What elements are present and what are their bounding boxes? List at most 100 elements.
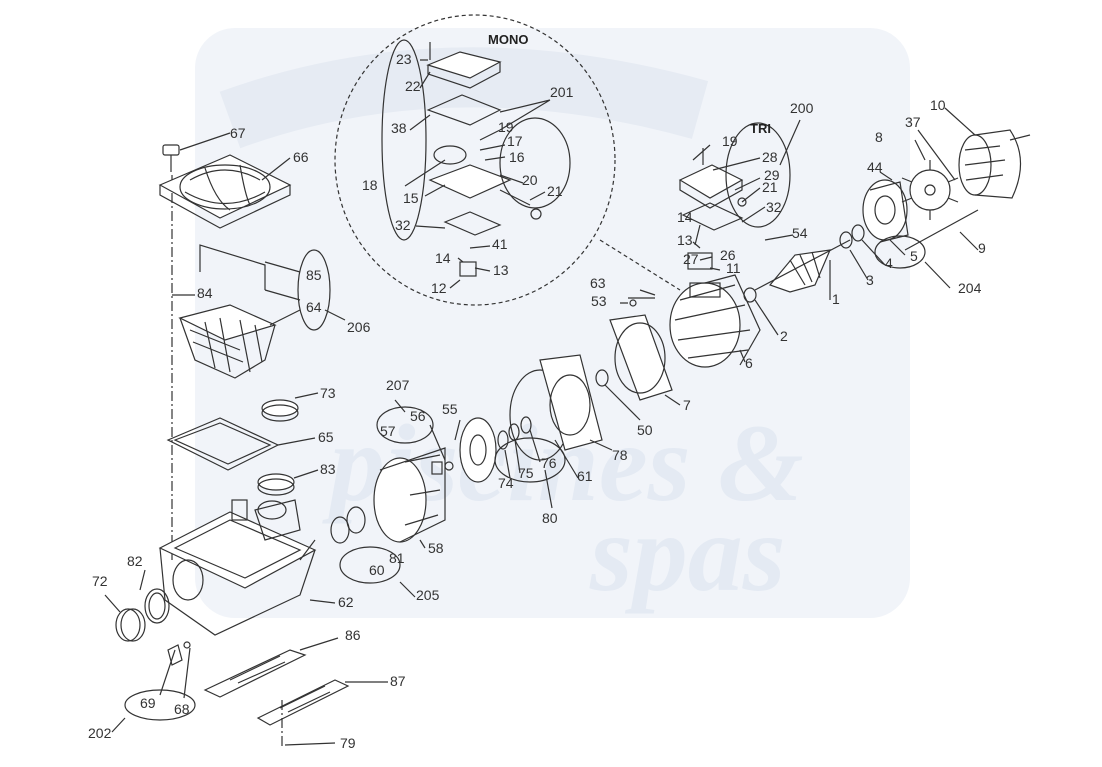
part-number-label: 44 (867, 159, 883, 175)
watermark-line2: spas (589, 492, 786, 614)
part-number-label: 206 (347, 319, 371, 335)
rotor (754, 239, 851, 293)
slinger (595, 369, 609, 387)
part-number-label: 86 (345, 627, 361, 643)
part-number-label: 61 (577, 468, 593, 484)
part-number-label: 21 (762, 179, 778, 195)
part-number-label: 10 (930, 97, 946, 113)
tri-header: TRI (750, 121, 771, 136)
fan (901, 160, 959, 220)
part-number-label: 16 (509, 149, 525, 165)
part-number-label: 54 (792, 225, 808, 241)
part-number-label: 66 (293, 149, 309, 165)
motor-flange (609, 314, 673, 401)
part-number-label: 200 (790, 100, 814, 116)
part-number-label: 74 (498, 475, 514, 491)
part-number-label: 87 (390, 673, 406, 689)
tie-rod (904, 209, 979, 251)
mono-terminal-12 (459, 261, 477, 277)
lid-knob (162, 144, 180, 172)
part-number-label: 32 (766, 199, 782, 215)
mono-gasket-38 (426, 94, 502, 126)
part-number-label: 14 (677, 209, 693, 225)
part-number-label: 19 (498, 119, 514, 135)
part-number-label: 62 (338, 594, 354, 610)
part-number-label: 83 (320, 461, 336, 477)
part-number-label: 37 (905, 114, 921, 130)
fan-cover (958, 129, 1022, 199)
part-number-label: 13 (677, 232, 693, 248)
part-number-label: 2 (780, 328, 788, 344)
mono-box-15 (428, 164, 512, 199)
union-ring-83 (257, 473, 295, 491)
part-number-label: 85 (306, 267, 322, 283)
part-number-label: 80 (542, 510, 558, 526)
bearing-3 (839, 231, 853, 249)
part-number-label: 67 (230, 125, 246, 141)
union-72 (115, 608, 141, 642)
part-number-label: 56 (410, 408, 426, 424)
mono-gasket-32 (443, 211, 502, 236)
part-number-label: 60 (369, 562, 385, 578)
part-number-label: 57 (380, 423, 396, 439)
part-number-label: 23 (396, 51, 412, 67)
capacitor-18 (433, 145, 467, 165)
part-number-label: 9 (978, 240, 986, 256)
part-number-label: 82 (127, 553, 143, 569)
part-number-label: 4 (885, 255, 893, 271)
part-number-label: 8 (875, 129, 883, 145)
mono-detail-circle (334, 14, 616, 306)
part-number-label: 84 (197, 285, 213, 301)
part-number-label: 72 (92, 573, 108, 589)
part-number-label: 20 (522, 172, 538, 188)
part-number-label: 12 (431, 280, 447, 296)
part-number-label: 14 (435, 250, 451, 266)
part-number-label: 38 (391, 120, 407, 136)
part-number-label: 201 (550, 84, 574, 100)
bearing-2 (743, 287, 757, 303)
part-number-label: 202 (88, 725, 112, 741)
part-number-label: 75 (518, 465, 534, 481)
part-number-label: 27 (683, 251, 699, 267)
seal-plate (539, 354, 603, 451)
part-number-label: 58 (428, 540, 444, 556)
part-number-label: 65 (318, 429, 334, 445)
part-number-label: 13 (493, 262, 509, 278)
part-number-label: 19 (722, 133, 738, 149)
strainer-lid (158, 154, 292, 229)
oring-60 (330, 516, 350, 544)
part-number-label: 17 (507, 133, 523, 149)
impeller (459, 417, 497, 483)
part-number-label: 3 (866, 272, 874, 288)
gasket-82 (144, 588, 170, 624)
part-number-label: 29 (764, 167, 780, 183)
part-number-label: 28 (762, 149, 778, 165)
part-number-label: 11 (726, 260, 741, 276)
tri-gasket-32 (681, 202, 744, 231)
part-number-label: 1 (832, 291, 840, 307)
strainer-basket (178, 304, 277, 379)
part-number-label: 69 (140, 695, 156, 711)
part-number-label: 78 (612, 447, 628, 463)
part-number-label: 41 (492, 236, 508, 252)
motor-housing (669, 274, 761, 368)
part-number-label: 50 (637, 422, 653, 438)
part-number-label: 7 (683, 397, 691, 413)
part-number-label: 73 (320, 385, 336, 401)
part-number-label: 22 (405, 78, 421, 94)
part-number-label: 5 (910, 248, 918, 264)
washer-4 (851, 224, 865, 242)
mech-seal-74 (497, 430, 509, 450)
part-number-label: 63 (590, 275, 606, 291)
diffuser (373, 447, 446, 543)
part-number-label: 76 (541, 455, 557, 471)
part-number-label: 53 (591, 293, 607, 309)
part-number-label: 21 (547, 183, 563, 199)
oring-81 (346, 506, 366, 534)
mono-header: MONO (488, 32, 528, 47)
part-number-label: 64 (306, 299, 322, 315)
drain-plug (167, 644, 183, 666)
part-number-label: 18 (362, 177, 378, 193)
part-number-label: 26 (720, 247, 736, 263)
